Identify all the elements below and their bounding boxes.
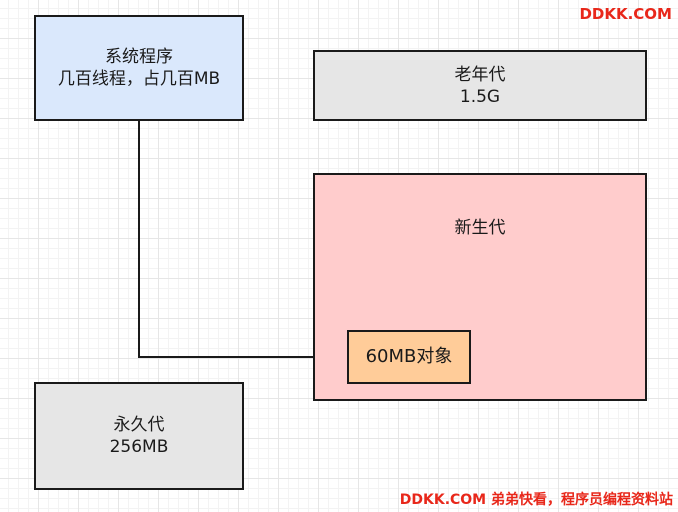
- object-60mb-box: 60MB对象: [347, 330, 471, 384]
- system-programs-title: 系统程序: [105, 47, 173, 67]
- young-generation-label: 新生代: [454, 218, 506, 238]
- permanent-generation-label: 永久代: [113, 415, 165, 435]
- watermark-bottom: DDKK.COM 弟弟快看，程序员编程资料站: [399, 492, 673, 508]
- permanent-generation-box: 永久代 256MB: [34, 382, 244, 490]
- watermark-top: DDKK.COM: [579, 5, 672, 23]
- system-programs-detail: 几百线程，占几百MB: [57, 69, 221, 89]
- system-programs-box: 系统程序 几百线程，占几百MB: [34, 15, 244, 121]
- old-generation-label: 老年代: [454, 64, 506, 85]
- permanent-generation-size: 256MB: [109, 437, 169, 457]
- old-generation-size: 1.5G: [459, 86, 501, 107]
- old-generation-box: 老年代 1.5G: [313, 50, 647, 121]
- object-60mb-label: 60MB对象: [365, 346, 453, 367]
